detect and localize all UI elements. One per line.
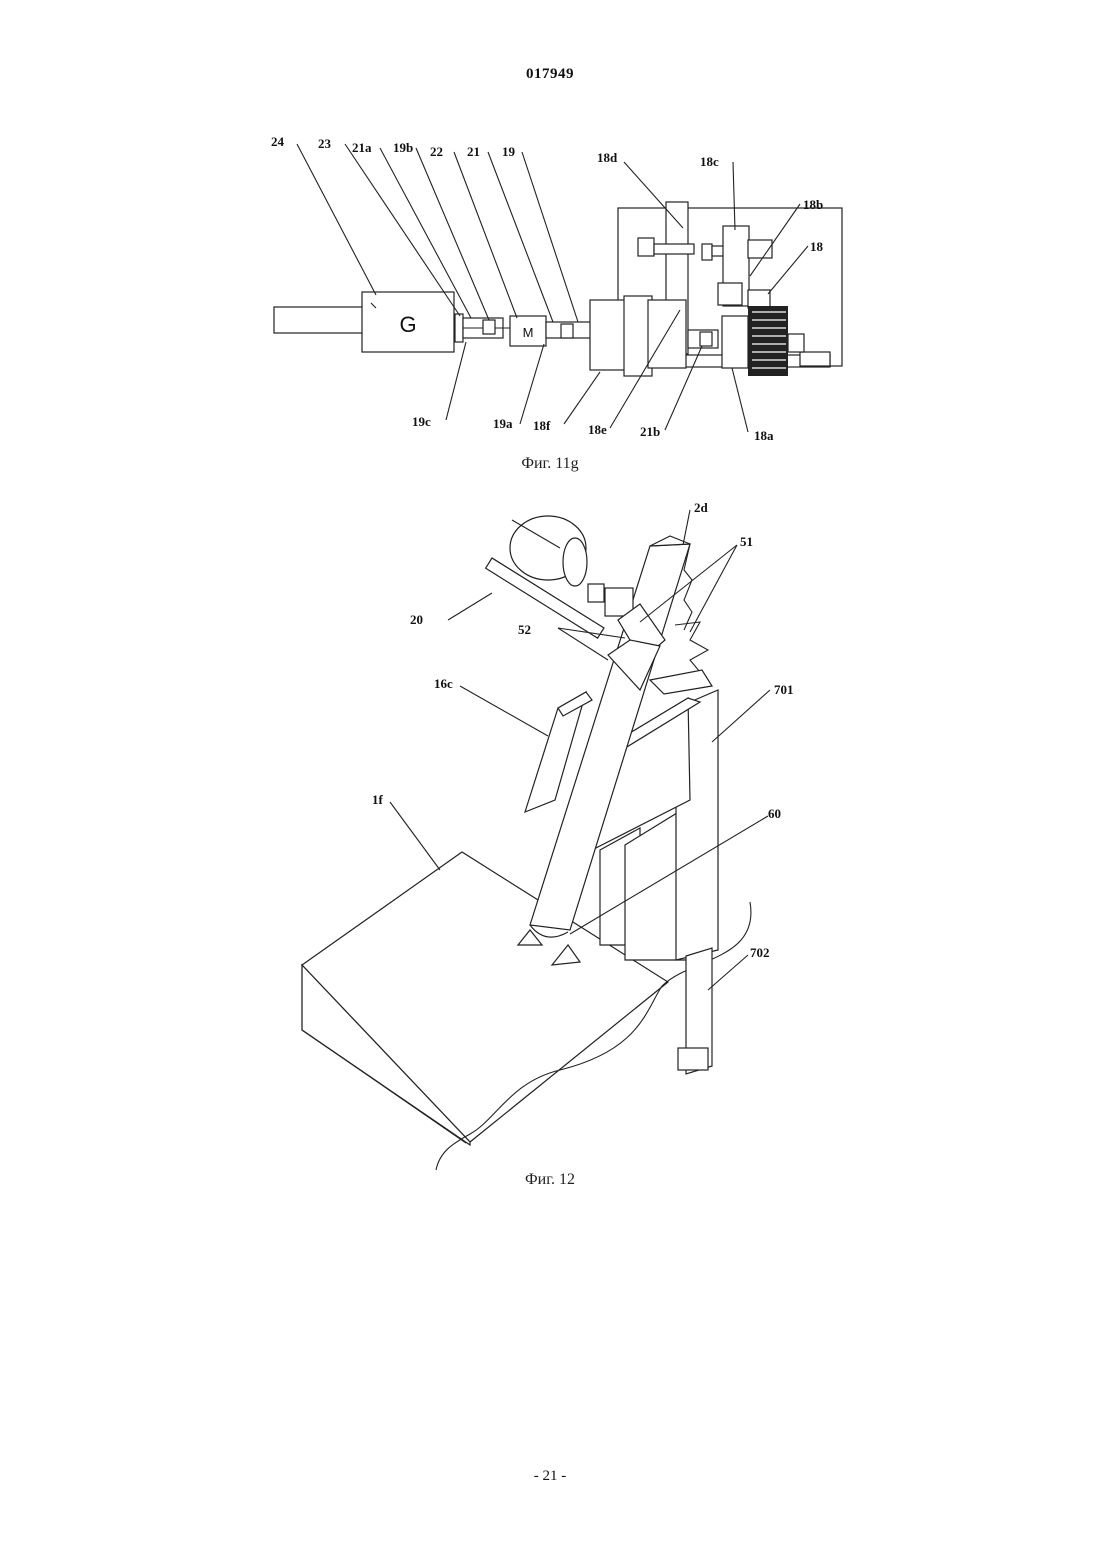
label-18a: 18a [754, 428, 774, 443]
figure-12: 2d 51 20 52 16c 701 1f 60 702 Фиг. 12 [0, 490, 1100, 1210]
label-18c: 18c [700, 154, 719, 169]
label-60: 60 [768, 806, 781, 821]
label-52: 52 [518, 622, 531, 637]
label-1f: 1f [372, 792, 384, 807]
page-footer: - 21 - [0, 1468, 1100, 1485]
label-19a: 19a [493, 416, 513, 431]
motor-letter: M [523, 325, 534, 340]
label-2d: 2d [694, 500, 709, 515]
label-18f: 18f [533, 418, 551, 433]
label-19: 19 [502, 144, 516, 159]
label-51: 51 [740, 534, 753, 549]
generator-letter: G [399, 312, 416, 337]
label-18: 18 [810, 239, 824, 254]
label-18d: 18d [597, 150, 618, 165]
label-19c: 19c [412, 414, 431, 429]
label-23: 23 [318, 136, 332, 151]
label-24: 24 [271, 134, 285, 149]
label-18e: 18e [588, 422, 607, 437]
figure-11g: G M [0, 0, 1100, 490]
label-21b: 21b [640, 424, 660, 439]
label-22: 22 [430, 144, 443, 159]
label-702: 702 [750, 945, 770, 960]
figure-12-caption: Фиг. 12 [525, 1171, 575, 1188]
label-701: 701 [774, 682, 794, 697]
label-19b: 19b [393, 140, 413, 155]
label-21: 21 [467, 144, 480, 159]
label-21a: 21a [352, 140, 372, 155]
label-18b: 18b [803, 197, 823, 212]
label-20: 20 [410, 612, 423, 627]
figure-11g-caption: Фиг. 11g [521, 455, 578, 472]
label-16c: 16c [434, 676, 453, 691]
